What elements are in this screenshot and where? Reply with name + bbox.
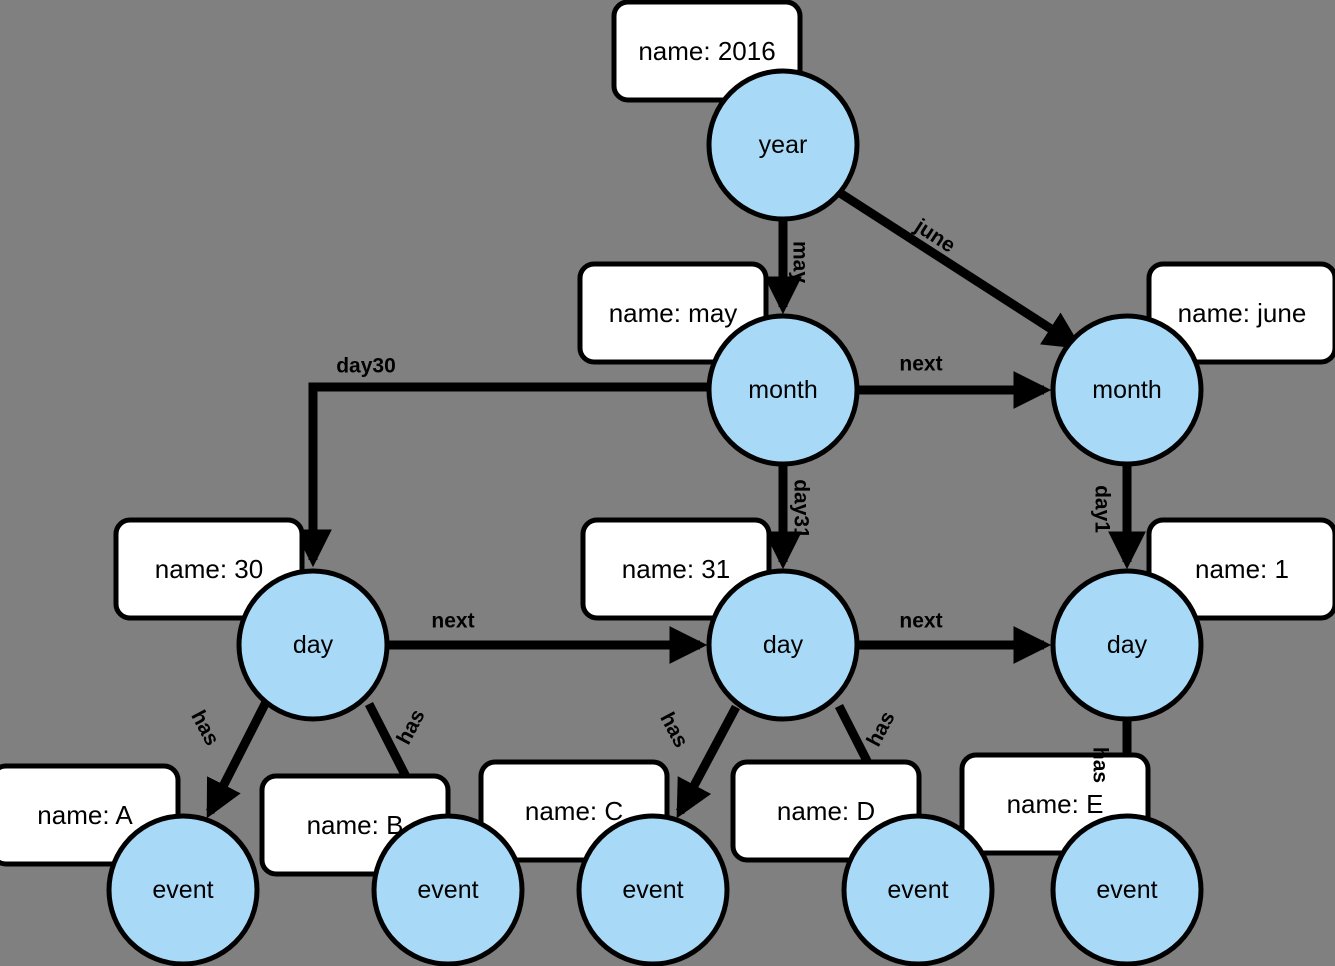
edge-label-edge-day1: day1 [1091,485,1114,533]
node-circle[interactable] [706,313,860,467]
node-monthMay[interactable]: month [706,313,860,467]
node-label: year [759,131,808,159]
property-box-shape [577,261,769,365]
node-eventD[interactable]: event [841,813,995,966]
property-box-prop-day30: name: 30 [113,517,305,621]
edge-label-edge-day-next-1: next [431,610,474,633]
edge-day30-to-eventA [205,699,271,819]
property-box-prop-monthMay: name: may [577,261,769,365]
node-circle[interactable] [1050,813,1204,966]
node-circle[interactable] [576,813,730,966]
node-circle[interactable] [1050,313,1204,467]
node-label: event [1096,876,1157,904]
node-day30[interactable]: day [236,568,390,722]
node-eventA[interactable]: event [106,813,260,966]
node-label: month [1092,376,1161,404]
node-circle[interactable] [706,568,860,722]
node-eventC[interactable]: event [576,813,730,966]
node-label: event [417,876,478,904]
node-year2016[interactable]: year [706,68,860,222]
node-label: day [1107,631,1148,659]
property-box-shape [1146,517,1335,621]
property-box-text: name: B [307,810,404,840]
edge-label-edge-day30: day30 [336,355,396,378]
edge-year2016-to-monthJune [837,189,1083,349]
edge-label-edge-may: may [789,241,812,283]
property-box-prop-monthJune: name: june [1146,261,1335,365]
nodes-layer: year month month day day day event event event ev… [106,68,1204,966]
node-circle[interactable] [371,813,525,966]
node-eventE[interactable]: event [1050,813,1204,966]
node-label: day [763,631,804,659]
property-box-text: name: 30 [155,554,263,584]
property-box-prop-day31: name: 31 [580,517,772,621]
property-box-text: name: D [777,796,875,826]
edge-label-edge-has-E: has [1089,747,1112,783]
edge-monthMay-to-day30 [294,382,708,568]
node-day31[interactable]: day [706,568,860,722]
node-eventB[interactable]: event [371,813,525,966]
property-box-text: name: E [1007,789,1104,819]
edges-layer [205,189,1146,819]
node-label: event [622,876,683,904]
node-circle[interactable] [236,568,390,722]
property-box-text: name: 2016 [638,36,775,66]
node-circle[interactable] [106,813,260,966]
node-day1[interactable]: day [1050,568,1204,722]
property-box-text: name: 1 [1195,554,1289,584]
edge-day31-to-eventC [676,704,740,819]
node-circle[interactable] [1050,568,1204,722]
node-label: month [748,376,817,404]
property-box-shape [580,517,772,621]
edge-label-edge-day-next-2: next [899,610,942,633]
node-label: event [887,876,948,904]
property-box-prop-day1: name: 1 [1146,517,1335,621]
node-monthJune[interactable]: month [1050,313,1204,467]
property-box-text: name: may [609,298,738,328]
edge-label-edge-day31: day31 [790,479,813,539]
property-box-text: name: june [1178,298,1307,328]
node-label: event [152,876,213,904]
node-circle[interactable] [706,68,860,222]
node-label: day [293,631,334,659]
property-box-text: name: C [525,796,623,826]
property-box-text: name: A [37,800,133,830]
property-box-text: name: 31 [622,554,730,584]
property-box-shape [113,517,305,621]
node-circle[interactable] [841,813,995,966]
edge-label-edge-month-next: next [899,353,942,376]
property-box-shape [1146,261,1335,365]
